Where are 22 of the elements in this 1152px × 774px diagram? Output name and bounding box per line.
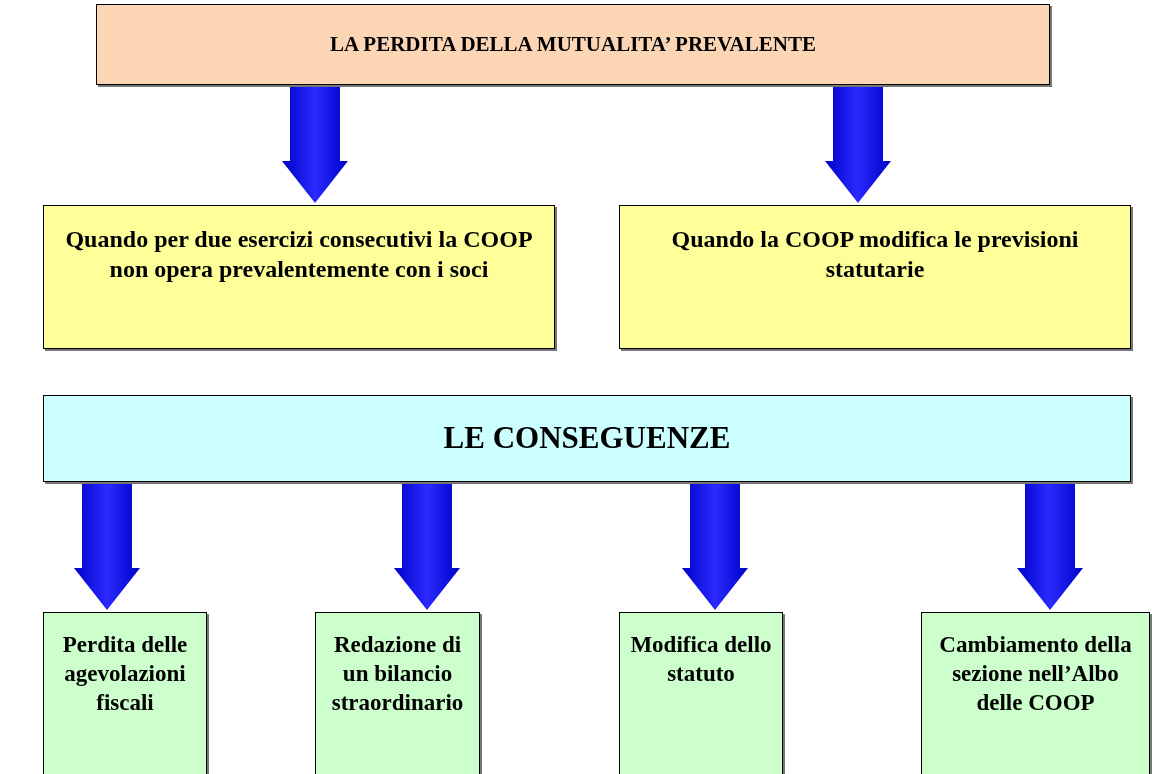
box-text: Modifica dello statuto <box>629 631 773 688</box>
text-box <box>43 395 1131 482</box>
box-text: Quando la COOP modifica le previsioni statutarie <box>670 225 1080 284</box>
text-box <box>96 4 1050 85</box>
text-box <box>43 612 207 774</box>
box-text: LE CONSEGUENZE <box>443 419 731 458</box>
box-text: Cambiamento della sezione nell’Albo delle COOP <box>938 631 1133 717</box>
block-arrow <box>74 484 140 610</box>
box-text: Perdita delle agevolazioni fiscali <box>61 631 189 717</box>
block-arrow <box>1017 484 1083 610</box>
box-text: Quando per due esercizi consecutivi la COOP non opera prevalentemente con i soci <box>64 225 534 284</box>
block-arrow <box>394 484 460 610</box>
text-box <box>315 612 480 774</box>
block-arrow <box>682 484 748 610</box>
text-box <box>619 205 1131 349</box>
box-text: LA PERDITA DELLA MUTUALITA’ PREVALENTE <box>330 31 816 58</box>
block-arrow <box>282 87 348 203</box>
text-box <box>43 205 555 349</box>
text-box <box>921 612 1150 774</box>
text-box <box>619 612 783 774</box>
box-text: Redazione di un bilancio straordinario <box>330 631 465 717</box>
block-arrow <box>825 87 891 203</box>
